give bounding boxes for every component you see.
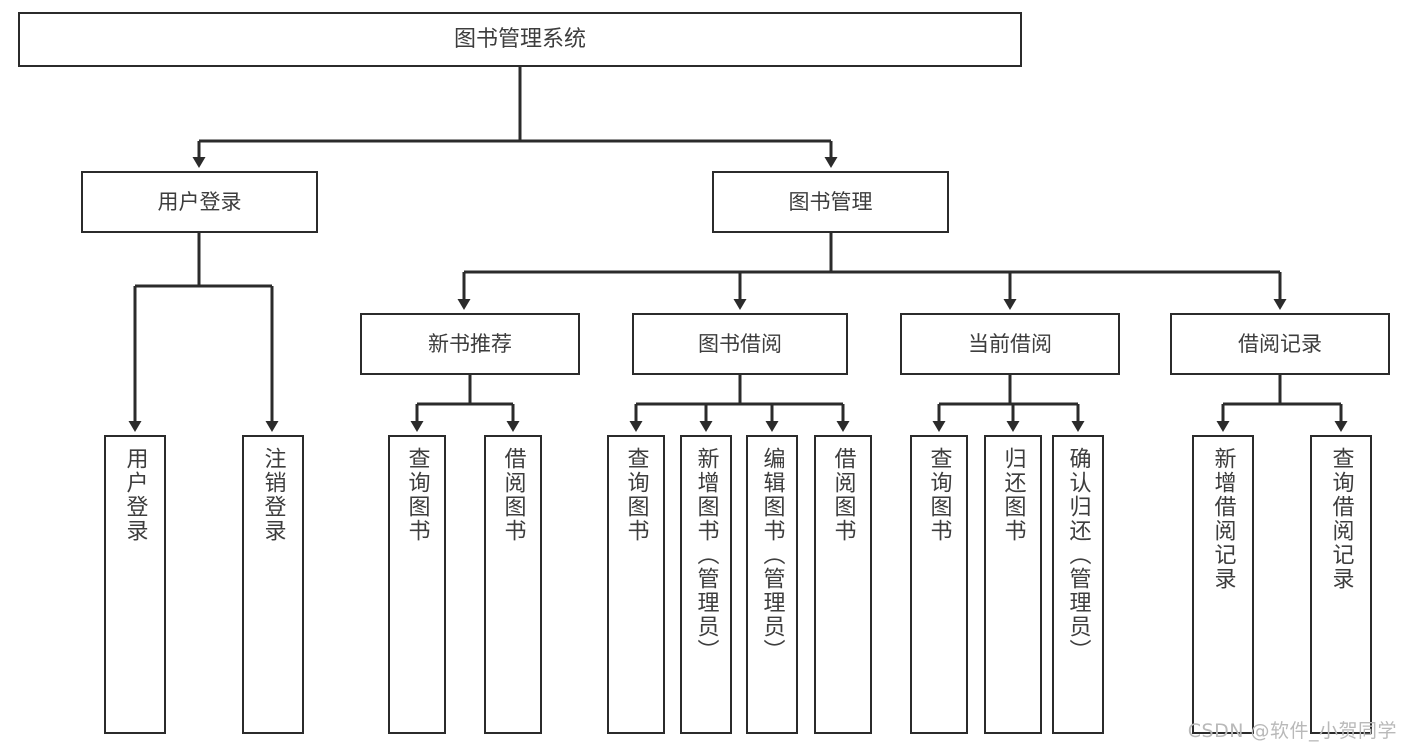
node-user-login-label: 用户登录 <box>157 189 242 214</box>
node-book-borrow-label: 图书借阅 <box>698 331 782 356</box>
leaf-borrow-book-recommend-label: 借阅图书 <box>500 447 526 543</box>
leaf-return-book[interactable]: 归还图书 <box>984 435 1042 734</box>
node-book-borrow[interactable]: 图书借阅 <box>632 313 848 375</box>
leaf-query-book-current-label: 查询图书 <box>926 447 952 543</box>
node-current-borrow[interactable]: 当前借阅 <box>900 313 1120 375</box>
node-current-borrow-label: 当前借阅 <box>968 331 1052 356</box>
leaf-query-book-borrow-label: 查询图书 <box>623 447 649 543</box>
leaf-query-book-recommend[interactable]: 查询图书 <box>388 435 446 734</box>
leaf-edit-book-admin[interactable]: 编辑图书（管理员） <box>746 435 798 734</box>
leaf-query-book-borrow[interactable]: 查询图书 <box>607 435 665 734</box>
leaf-return-book-label: 归还图书 <box>1000 447 1026 543</box>
leaf-add-borrow-record[interactable]: 新增借阅记录 <box>1192 435 1254 734</box>
node-new-book-recommend[interactable]: 新书推荐 <box>360 313 580 375</box>
leaf-query-borrow-record-label: 查询借阅记录 <box>1328 447 1354 591</box>
leaf-user-logout-label: 注销登录 <box>260 447 286 543</box>
leaf-add-borrow-record-label: 新增借阅记录 <box>1210 447 1236 591</box>
node-borrow-record-label: 借阅记录 <box>1238 331 1322 356</box>
leaf-add-book-admin-label: 新增图书（管理员） <box>693 447 719 663</box>
leaf-user-logout[interactable]: 注销登录 <box>242 435 304 734</box>
leaf-confirm-return-admin[interactable]: 确认归还（管理员） <box>1052 435 1104 734</box>
node-new-book-recommend-label: 新书推荐 <box>428 331 512 356</box>
leaf-borrow-book-label: 借阅图书 <box>830 447 856 543</box>
watermark: CSDN @软件_小贺同学 <box>1187 720 1397 742</box>
leaf-query-book-recommend-label: 查询图书 <box>404 447 430 543</box>
leaf-borrow-book-recommend[interactable]: 借阅图书 <box>484 435 542 734</box>
leaf-query-borrow-record[interactable]: 查询借阅记录 <box>1310 435 1372 734</box>
node-root-label: 图书管理系统 <box>453 26 586 52</box>
node-borrow-record[interactable]: 借阅记录 <box>1170 313 1390 375</box>
leaf-user-login[interactable]: 用户登录 <box>104 435 166 734</box>
leaf-user-login-label: 用户登录 <box>122 447 148 543</box>
node-book-management-label: 图书管理 <box>788 189 873 214</box>
leaf-confirm-return-admin-label: 确认归还（管理员） <box>1065 447 1091 663</box>
leaf-edit-book-admin-label: 编辑图书（管理员） <box>759 447 785 663</box>
leaf-query-book-current[interactable]: 查询图书 <box>910 435 968 734</box>
node-book-management[interactable]: 图书管理 <box>712 171 949 233</box>
node-user-login[interactable]: 用户登录 <box>81 171 318 233</box>
leaf-borrow-book[interactable]: 借阅图书 <box>814 435 872 734</box>
node-root[interactable]: 图书管理系统 <box>18 12 1022 67</box>
leaf-add-book-admin[interactable]: 新增图书（管理员） <box>680 435 732 734</box>
